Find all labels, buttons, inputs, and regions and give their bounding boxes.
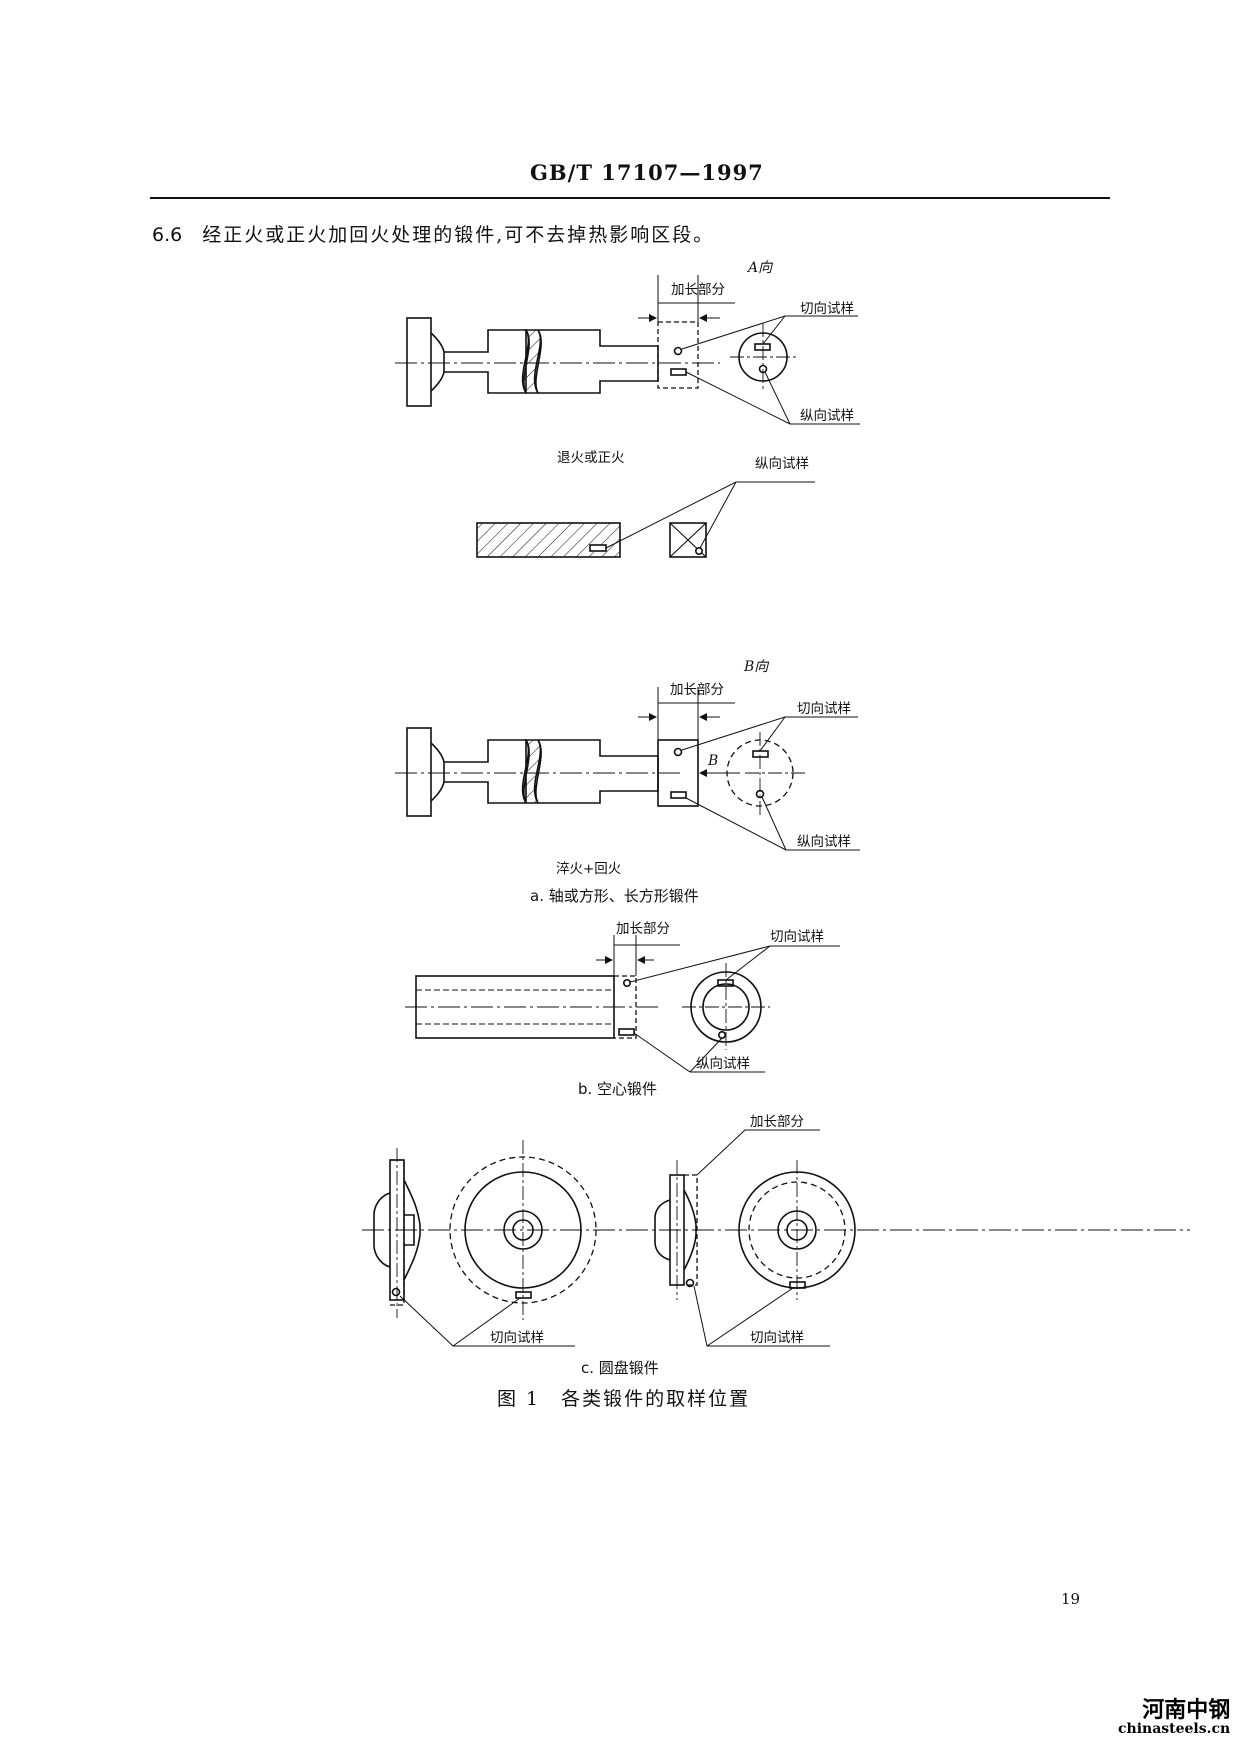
disc-forging-left-view (399, 1140, 597, 1347)
subcaption-b: b. 空心锻件 (578, 1080, 657, 1098)
watermark-cn: 河南中钢 (1142, 1698, 1231, 1723)
label-longitudinal-hollow: 纵向试样 (696, 1056, 750, 1072)
label-longitudinal-square: 纵向试样 (755, 456, 809, 472)
disc-forging-right-drawing (654, 1129, 820, 1300)
watermark: 河南中钢 chinasteels.cn (1118, 1698, 1231, 1737)
shaft-b-drawing (395, 687, 860, 851)
square-forging-drawing (476, 481, 815, 558)
clause-6-6: 6.6 经正火或正火加回火处理的锻件,可不去掉热影响区段。 (152, 220, 714, 247)
figure-caption: 图 1 各类锻件的取样位置 (497, 1388, 750, 1410)
label-view-a: A向 (746, 260, 774, 276)
label-tangential-disc-left: 切向试样 (490, 1330, 544, 1346)
subcaption-a: a. 轴或方形、长方形锻件 (530, 887, 699, 905)
label-tangential-hollow: 切向试样 (770, 929, 824, 945)
label-longitudinal-a: 纵向试样 (800, 408, 854, 424)
label-b-marker: B (707, 753, 718, 769)
label-tangential-disc-right: 切向试样 (750, 1330, 804, 1346)
watermark-url: chinasteels.cn (1118, 1721, 1231, 1737)
label-extension-a: 加长部分 (671, 282, 725, 298)
disc-forging-left-drawing (362, 1148, 1190, 1318)
label-tangential-a: 切向试样 (800, 301, 854, 317)
shaft-a-drawing (395, 275, 860, 425)
label-quench-temper: 淬火+回火 (556, 861, 621, 877)
label-tangential-b: 切向试样 (797, 701, 851, 717)
label-extension-hollow: 加长部分 (616, 921, 670, 937)
clause-number: 6.6 (152, 224, 183, 246)
hollow-forging-drawing (405, 935, 840, 1073)
label-view-b: B向 (743, 659, 770, 675)
label-longitudinal-b: 纵向试样 (797, 834, 851, 850)
page-number: 19 (1061, 1590, 1081, 1608)
header-rule (150, 197, 1110, 199)
clause-text: 经正火或正火加回火处理的锻件,可不去掉热影响区段。 (202, 224, 715, 246)
disc-forging-right-view (693, 1160, 856, 1347)
standard-number: GB/T 17107—1997 (530, 160, 764, 185)
label-extension-b: 加长部分 (670, 682, 724, 698)
label-extension-disc: 加长部分 (750, 1114, 804, 1130)
subcaption-c: c. 圆盘锻件 (581, 1359, 659, 1377)
label-anneal-normalize: 退火或正火 (557, 450, 625, 466)
